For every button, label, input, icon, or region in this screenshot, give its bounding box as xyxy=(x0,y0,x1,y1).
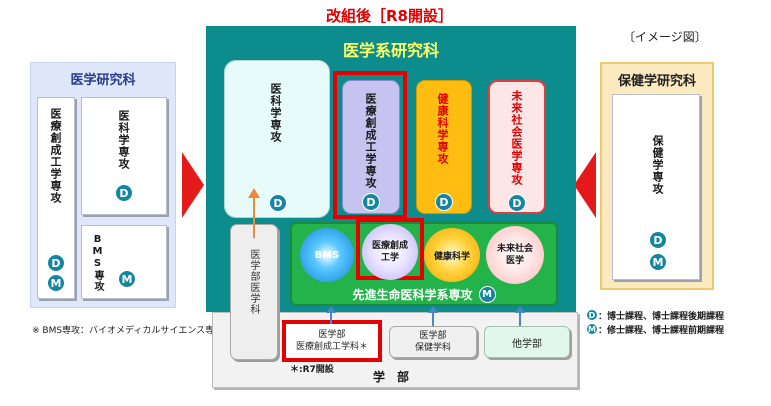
right-dept-health: 保健学専攻 D M xyxy=(612,94,700,280)
left-badge-d: D xyxy=(47,254,65,272)
legend: D ：博士課程、博士課程後期課程 M ：修士課程、博士課程前期課程 xyxy=(586,308,766,336)
advanced-item-future: 未来社会医学 xyxy=(486,226,544,284)
arrow-right-icon xyxy=(182,152,204,218)
advanced-item-future-label: 未来社会医学 xyxy=(496,244,533,266)
dept-medical-engineering-label: 医療創成工学専攻 xyxy=(364,93,377,189)
right-dept-health-label: 保健学専攻 xyxy=(651,135,664,195)
left-dept-medical-science-label: 医科学専攻 xyxy=(117,110,130,170)
arrow-left-icon xyxy=(574,152,596,218)
left-dept-bms-label: BMS専攻 xyxy=(92,234,103,292)
advanced-item-bms: BMS xyxy=(300,228,354,282)
undergrad-health: 医学部 保健学科 xyxy=(389,326,477,358)
left-badge-m: M xyxy=(47,274,65,292)
legend-d-badge: D xyxy=(586,309,598,321)
dept-medical-engineering-highlight xyxy=(333,71,407,219)
left-dept-bms: BMS専攻 M xyxy=(81,225,167,299)
advanced-dept-panel: BMS 医療創成工学 健康科学 未来社会医学 先進生命医科学系専攻 M xyxy=(290,218,558,306)
undergrad-medicine: 医学部医学科 xyxy=(230,224,278,360)
left-school-panel: 医学研究科 医療創成工学専攻 D M 医科学専攻 D BMS専攻 M xyxy=(30,62,176,308)
undergrad-other-label: 他学部 xyxy=(512,338,542,350)
dept-health-science-badge: D xyxy=(435,193,453,211)
undergrad-medicine-label: 医学部医学科 xyxy=(248,249,259,315)
dept-medical-science: 医科学専攻 D xyxy=(224,60,330,218)
advanced-item-engineering-label: 医療創成工学 xyxy=(371,241,408,263)
advanced-dept-title: 先進生命医科学系専攻 M xyxy=(292,286,556,303)
undergrad-engineering: 医学部 医療創成工学科＊ xyxy=(286,324,378,358)
dept-future-society: 未来社会医学専攻 D xyxy=(488,80,546,214)
left-badge-d-2: D xyxy=(115,184,133,202)
undergrad-label: 学 部 xyxy=(373,370,410,384)
image-note: 〔イメージ図〕 xyxy=(623,30,707,44)
undergrad-engineering-label: 医学部 医療創成工学科＊ xyxy=(295,330,368,352)
dept-future-society-badge: D xyxy=(508,194,526,212)
legend-m-badge: M xyxy=(586,323,598,335)
main-school-title: 医学系研究科 xyxy=(342,41,439,60)
right-badge-d: D xyxy=(649,231,667,249)
undergrad-engineering-highlight xyxy=(282,320,382,362)
advanced-item-engineering: 医療創成工学 xyxy=(362,224,418,280)
left-dept-medical-engineering: 医療創成工学専攻 D M xyxy=(37,97,75,299)
dept-future-society-label: 未来社会医学専攻 xyxy=(510,90,523,186)
advanced-item-health-label: 健康科学 xyxy=(433,251,470,262)
legend-m-text: ：修士課程、博士課程前期課程 xyxy=(598,325,725,336)
legend-d-text: ：博士課程、博士課程後期課程 xyxy=(598,311,725,322)
left-dept-medical-engineering-label: 医療創成工学専攻 xyxy=(49,108,62,204)
dept-medical-science-badge: D xyxy=(269,194,287,212)
right-badge-m: M xyxy=(649,253,667,271)
advanced-item-bms-label: BMS xyxy=(314,249,340,261)
dept-health-science-label: 健康科学専攻 xyxy=(436,93,449,165)
advanced-dept-title-label: 先進生命医科学系専攻 xyxy=(352,288,473,302)
undergrad-health-label: 医学部 保健学科 xyxy=(414,331,451,353)
undergrad-other: 他学部 xyxy=(484,326,570,358)
left-badge-m-2: M xyxy=(118,270,136,288)
page-title: 改組後［R8開設］ xyxy=(326,7,453,25)
left-school-title: 医学研究科 xyxy=(70,73,136,88)
left-dept-medical-science: 医科学専攻 D xyxy=(81,97,167,215)
dept-medical-science-label: 医科学専攻 xyxy=(269,83,282,143)
dept-health-science: 健康科学専攻 D xyxy=(416,80,472,214)
bms-footnote: ※ BMS専攻：バイオメディカルサイエンス専攻 xyxy=(32,326,224,336)
dept-medical-engineering-badge: D xyxy=(362,193,380,211)
advanced-dept-badge: M xyxy=(478,286,496,303)
right-school-title: 保健学研究科 xyxy=(617,74,696,89)
advanced-item-health: 健康科学 xyxy=(424,228,480,282)
right-school-panel: 保健学研究科 保健学専攻 D M xyxy=(600,62,714,290)
dept-medical-engineering: 医療創成工学専攻 D xyxy=(342,80,400,214)
undergrad-note: ＊:R7開設 xyxy=(290,365,334,375)
